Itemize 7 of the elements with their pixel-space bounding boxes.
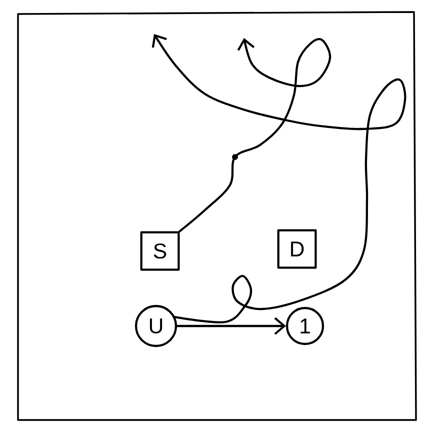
box-node: D xyxy=(277,229,317,269)
box-node: S xyxy=(140,231,180,271)
circle-node: U xyxy=(134,304,178,348)
arrow xyxy=(178,38,332,232)
circle-node: 1 xyxy=(286,306,324,346)
arrow xyxy=(152,34,406,324)
arrow xyxy=(176,317,286,335)
